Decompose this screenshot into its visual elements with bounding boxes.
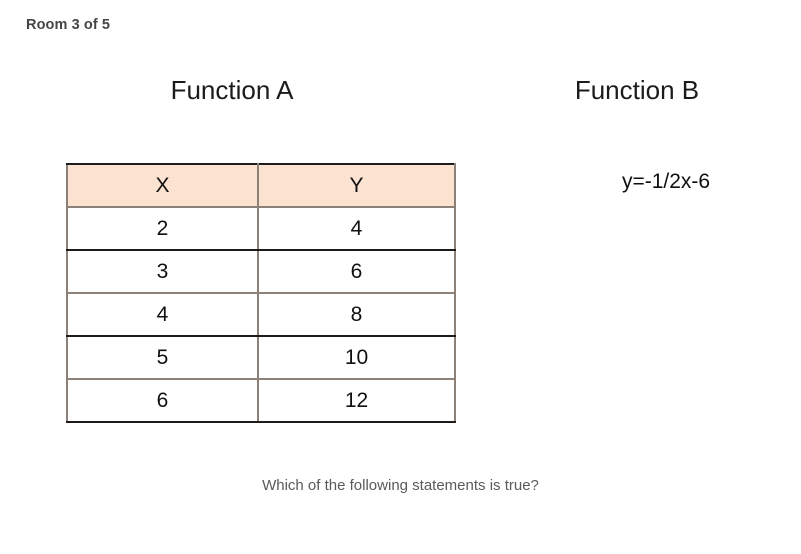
function-b-equation: y=-1/2x-6 bbox=[621, 170, 711, 193]
table-body: 2 4 3 6 4 8 5 10 6 12 bbox=[66, 207, 456, 423]
cell-y: 8 bbox=[257, 293, 456, 337]
cell-x: 2 bbox=[66, 207, 259, 251]
table-row: 5 10 bbox=[66, 336, 456, 380]
table-row: 6 12 bbox=[66, 379, 456, 423]
cell-y: 10 bbox=[257, 336, 456, 380]
cell-y: 4 bbox=[257, 207, 456, 251]
cell-x: 6 bbox=[66, 379, 259, 423]
table-header-row: X Y bbox=[66, 163, 456, 208]
question-prompt: Which of the following statements is tru… bbox=[262, 477, 539, 494]
cell-x: 4 bbox=[66, 293, 259, 337]
cell-x: 3 bbox=[66, 250, 259, 294]
table-row: 3 6 bbox=[66, 250, 456, 294]
cell-y: 6 bbox=[257, 250, 456, 294]
cell-x: 5 bbox=[66, 336, 259, 380]
table-header: X Y bbox=[66, 163, 456, 208]
column-header-y: Y bbox=[257, 163, 456, 208]
function-b-title: Function B bbox=[574, 75, 700, 105]
column-header-x: X bbox=[66, 163, 259, 208]
function-a-table: X Y 2 4 3 6 4 8 5 10 6 12 bbox=[66, 163, 456, 423]
room-counter-label: Room 3 of 5 bbox=[26, 17, 111, 33]
table-row: 4 8 bbox=[66, 293, 456, 337]
function-a-title: Function A bbox=[170, 75, 294, 105]
table-row: 2 4 bbox=[66, 207, 456, 251]
cell-y: 12 bbox=[257, 379, 456, 423]
